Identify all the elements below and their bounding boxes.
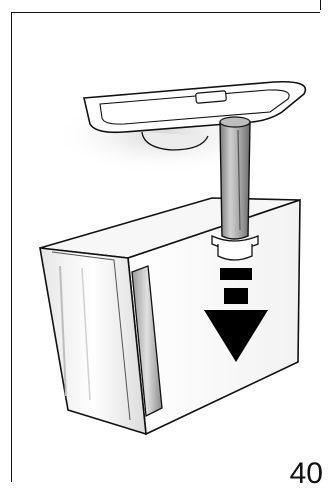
frame-top-border [11, 12, 320, 13]
water-tank-illustration [12, 40, 329, 460]
page-number: 40 [290, 457, 323, 491]
frame-corner-tick [320, 0, 321, 10]
